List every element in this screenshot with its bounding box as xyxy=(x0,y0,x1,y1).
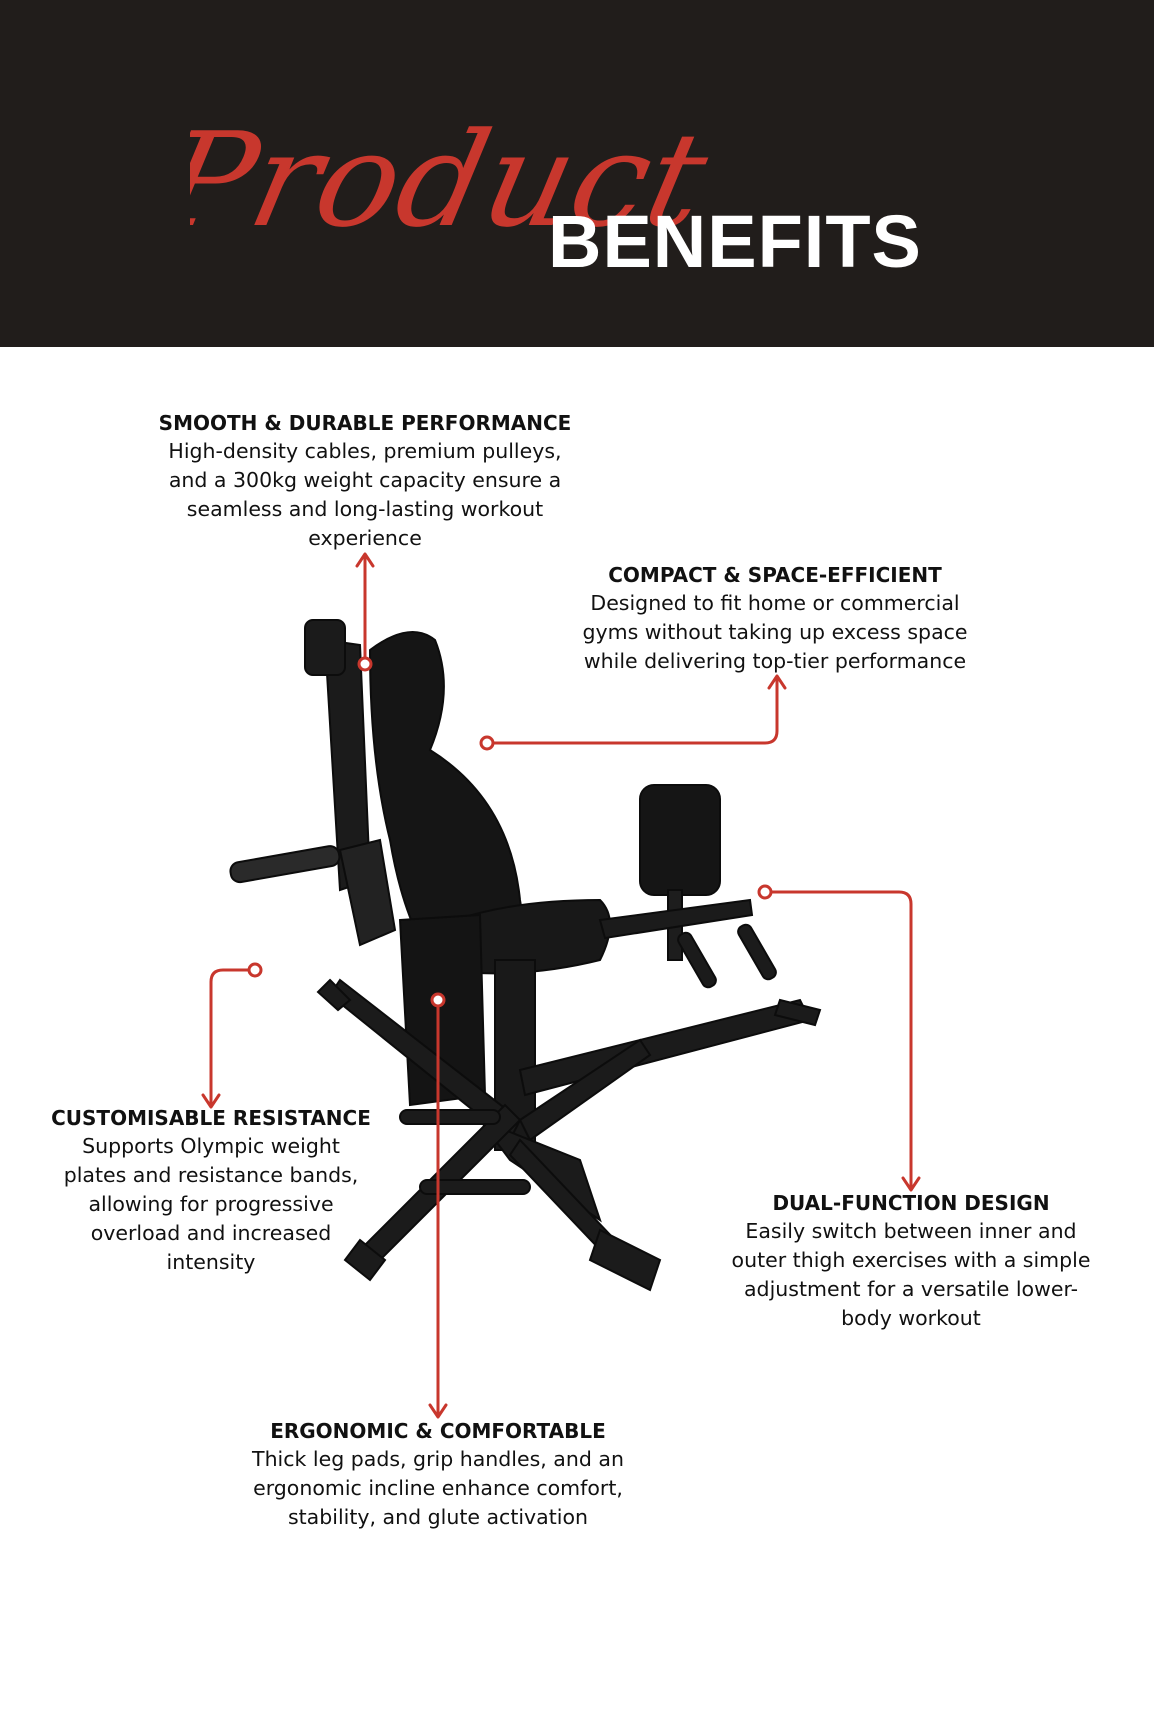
callout-line: stability, and glute activation xyxy=(287,1505,589,1529)
callout-title: DUAL-FUNCTION DESIGN xyxy=(772,1191,1050,1215)
callout-line: allowing for progressive xyxy=(88,1192,334,1216)
header-banner: Product BENEFITS xyxy=(0,0,1154,347)
callout-compact: COMPACT & SPACE-EFFICIENT Designed to fi… xyxy=(565,561,985,676)
callout-title: SMOOTH & DURABLE PERFORMANCE xyxy=(158,411,572,435)
callout-line: Thick leg pads, grip handles, and an xyxy=(252,1447,624,1471)
callout-line: Designed to fit home or commercial xyxy=(590,591,960,615)
thigh-machine-image xyxy=(229,619,822,1292)
callout-line: outer thigh exercises with a simple xyxy=(731,1248,1091,1272)
callout-line: and a 300kg weight capacity ensure a xyxy=(168,468,562,492)
script-title-product: Product xyxy=(190,105,721,256)
callout-line: experience xyxy=(308,526,422,550)
title-benefits: BENEFITS xyxy=(548,200,922,283)
callout-title: COMPACT & SPACE-EFFICIENT xyxy=(608,563,942,587)
callout-dual-function: DUAL-FUNCTION DESIGN Easily switch betwe… xyxy=(725,1189,1097,1333)
callout-line: while delivering top-tier performance xyxy=(583,649,967,673)
callout-line: body workout xyxy=(841,1306,981,1330)
callout-line: adjustment for a versatile lower- xyxy=(744,1277,1078,1301)
callout-line: plates and resistance bands, xyxy=(63,1163,359,1187)
callout-ergonomic: ERGONOMIC & COMFORTABLE Thick leg pads, … xyxy=(230,1417,646,1532)
callout-line: High-density cables, premium pulleys, xyxy=(168,439,562,463)
callout-line: seamless and long-lasting workout xyxy=(186,497,544,521)
callout-line: Easily switch between inner and xyxy=(745,1219,1077,1243)
callout-line: ergonomic incline enhance comfort, xyxy=(253,1476,623,1500)
callout-line: intensity xyxy=(166,1250,256,1274)
callout-line: overload and increased xyxy=(90,1221,332,1245)
callout-line: Supports Olympic weight xyxy=(82,1134,340,1158)
callout-smooth-durable: SMOOTH & DURABLE PERFORMANCE High-densit… xyxy=(140,409,590,553)
callout-customisable: CUSTOMISABLE RESISTANCE Supports Olympic… xyxy=(40,1104,382,1277)
script-title-text: Product xyxy=(190,105,721,256)
callout-line: gyms without taking up excess space xyxy=(582,620,968,644)
callout-title: CUSTOMISABLE RESISTANCE xyxy=(51,1106,371,1130)
callout-title: ERGONOMIC & COMFORTABLE xyxy=(270,1419,606,1443)
